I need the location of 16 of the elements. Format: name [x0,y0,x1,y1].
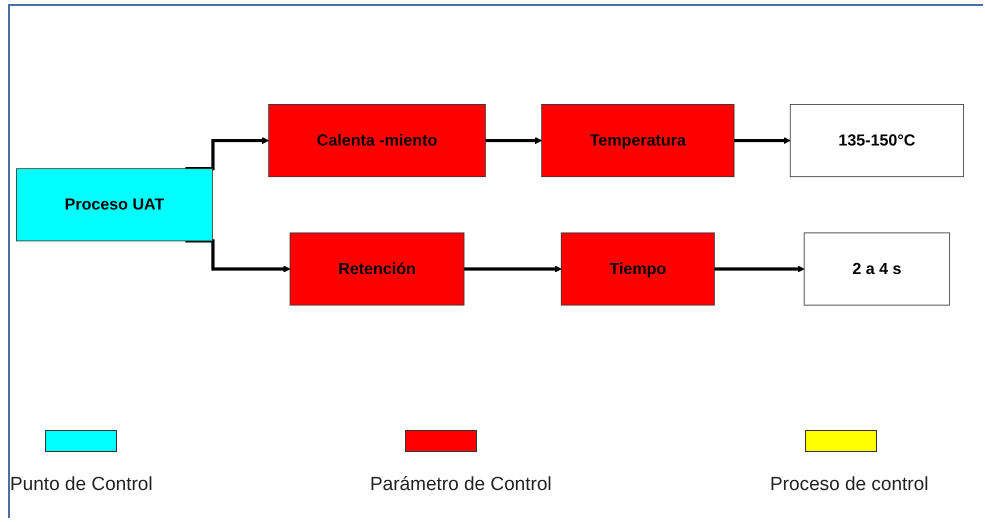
node-box: Proceso UAT [16,168,213,242]
node-box: Temperatura [541,104,734,178]
node-box: 135-150°C [790,104,964,178]
arrow [485,137,542,144]
node-box: Calenta -miento [268,104,486,178]
node-box: 2 a 4 s [804,232,950,306]
legend-label: Proceso de control [770,474,928,496]
arrow [734,137,791,144]
legend-label: Parámetro de Control [370,474,552,496]
arrow [185,137,269,170]
arrow [185,240,290,273]
arrow [714,266,804,273]
arrow [464,266,562,273]
node-box: Tiempo [560,232,715,306]
legend-label: Punto de Control [10,474,153,496]
node-box: Retención [290,232,464,306]
